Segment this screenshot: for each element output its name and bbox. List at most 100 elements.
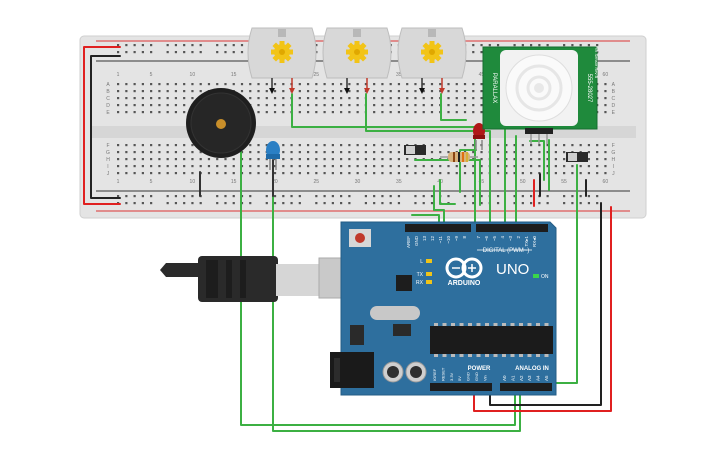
- hole[interactable]: [166, 111, 169, 114]
- hole[interactable]: [323, 111, 326, 114]
- hole[interactable]: [191, 90, 194, 93]
- hole[interactable]: [430, 202, 434, 205]
- hole[interactable]: [331, 144, 334, 147]
- hole[interactable]: [331, 202, 334, 205]
- hole[interactable]: [530, 44, 533, 47]
- hole[interactable]: [422, 90, 425, 93]
- hole[interactable]: [455, 144, 458, 147]
- hole[interactable]: [480, 172, 483, 175]
- hole[interactable]: [282, 90, 285, 93]
- hole[interactable]: [150, 195, 153, 198]
- hole[interactable]: [430, 165, 434, 168]
- hole[interactable]: [133, 202, 136, 205]
- hole[interactable]: [183, 90, 186, 93]
- hole[interactable]: [364, 151, 367, 154]
- hole[interactable]: [447, 165, 450, 168]
- hole[interactable]: [587, 172, 591, 175]
- hole[interactable]: [141, 83, 144, 86]
- hole[interactable]: [150, 51, 153, 54]
- hole[interactable]: [430, 97, 434, 100]
- hole[interactable]: [290, 158, 293, 161]
- hole[interactable]: [141, 44, 144, 47]
- hole[interactable]: [306, 172, 310, 175]
- hole[interactable]: [265, 90, 268, 93]
- hole[interactable]: [604, 83, 607, 86]
- hole[interactable]: [249, 165, 252, 168]
- hole[interactable]: [282, 202, 285, 205]
- hole[interactable]: [381, 90, 384, 93]
- hole[interactable]: [563, 44, 566, 47]
- hole[interactable]: [521, 172, 524, 175]
- hole[interactable]: [125, 83, 128, 86]
- hole[interactable]: [587, 144, 591, 147]
- hole[interactable]: [273, 111, 277, 114]
- hole[interactable]: [381, 172, 384, 175]
- hole[interactable]: [249, 90, 252, 93]
- hole[interactable]: [191, 144, 194, 147]
- hole[interactable]: [397, 111, 401, 114]
- hole[interactable]: [232, 51, 235, 54]
- hole[interactable]: [340, 111, 343, 114]
- hole[interactable]: [604, 144, 607, 147]
- hole[interactable]: [141, 90, 144, 93]
- hole[interactable]: [340, 97, 343, 100]
- hole[interactable]: [397, 104, 401, 107]
- hole[interactable]: [604, 158, 607, 161]
- hole[interactable]: [306, 83, 310, 86]
- hole[interactable]: [298, 165, 301, 168]
- hole[interactable]: [496, 202, 500, 205]
- hole[interactable]: [141, 151, 144, 154]
- hole[interactable]: [150, 165, 153, 168]
- hole[interactable]: [199, 158, 202, 161]
- hole[interactable]: [480, 83, 483, 86]
- hole[interactable]: [232, 83, 235, 86]
- hole[interactable]: [472, 172, 475, 175]
- hole[interactable]: [117, 44, 120, 47]
- hole[interactable]: [257, 111, 260, 114]
- hole[interactable]: [406, 97, 409, 100]
- hole[interactable]: [183, 158, 186, 161]
- hole[interactable]: [571, 44, 574, 47]
- hole[interactable]: [158, 165, 161, 168]
- hole[interactable]: [257, 172, 260, 175]
- hole[interactable]: [513, 158, 516, 161]
- hole[interactable]: [463, 97, 467, 100]
- hole[interactable]: [315, 172, 318, 175]
- hole[interactable]: [389, 172, 392, 175]
- hole[interactable]: [472, 44, 475, 47]
- hole[interactable]: [298, 151, 301, 154]
- hole[interactable]: [554, 144, 557, 147]
- hole[interactable]: [315, 144, 318, 147]
- hole[interactable]: [323, 202, 326, 205]
- hole[interactable]: [183, 195, 186, 198]
- hole[interactable]: [455, 104, 458, 107]
- hole[interactable]: [530, 165, 533, 168]
- hole[interactable]: [397, 202, 401, 205]
- hole[interactable]: [373, 111, 376, 114]
- hole[interactable]: [232, 195, 235, 198]
- hole[interactable]: [125, 202, 128, 205]
- hole[interactable]: [216, 202, 219, 205]
- hole[interactable]: [323, 172, 326, 175]
- hole[interactable]: [488, 44, 491, 47]
- hole[interactable]: [496, 151, 500, 154]
- hole[interactable]: [414, 83, 417, 86]
- hole[interactable]: [257, 90, 260, 93]
- hole[interactable]: [389, 111, 392, 114]
- hole[interactable]: [406, 172, 409, 175]
- hole[interactable]: [273, 90, 277, 93]
- hole[interactable]: [579, 172, 582, 175]
- hole[interactable]: [224, 195, 227, 198]
- hole[interactable]: [183, 172, 186, 175]
- hole[interactable]: [364, 202, 367, 205]
- hole[interactable]: [422, 202, 425, 205]
- hole[interactable]: [381, 144, 384, 147]
- hole[interactable]: [125, 90, 128, 93]
- hole[interactable]: [604, 97, 607, 100]
- hole[interactable]: [381, 83, 384, 86]
- hole[interactable]: [265, 195, 268, 198]
- hole[interactable]: [472, 51, 475, 54]
- hole[interactable]: [397, 144, 401, 147]
- hole[interactable]: [414, 202, 417, 205]
- hole[interactable]: [306, 144, 310, 147]
